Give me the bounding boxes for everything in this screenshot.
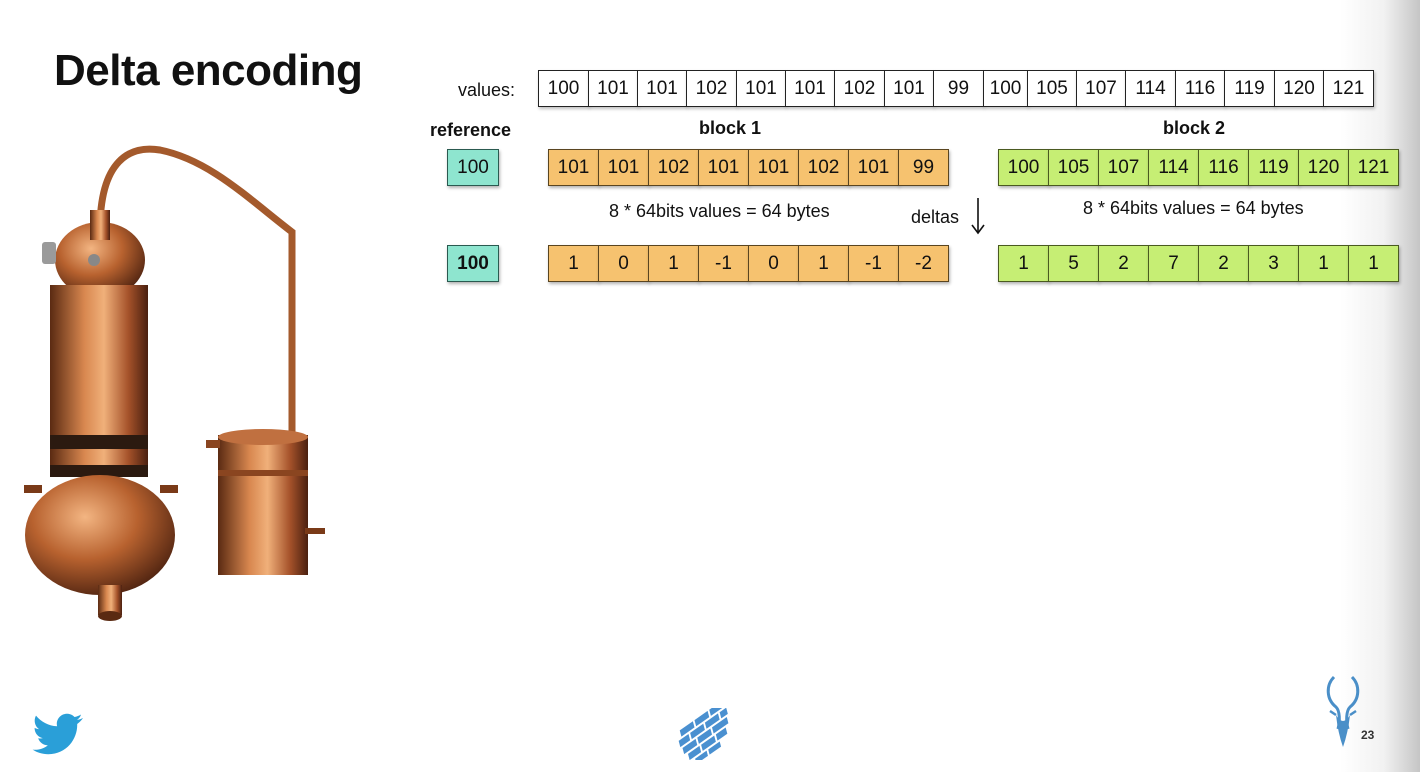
block2-value-cell: 120	[1298, 149, 1349, 186]
block1-delta-cell: 1	[648, 245, 699, 282]
block1-delta-cell: 0	[748, 245, 799, 282]
block1-delta-cell: -2	[898, 245, 949, 282]
block2-value-cell: 119	[1248, 149, 1299, 186]
block1-value-cell: 101	[848, 149, 899, 186]
page-number: 23	[1361, 728, 1375, 742]
value-cell: 100	[538, 70, 589, 107]
value-cell: 101	[637, 70, 687, 107]
block2-delta-cell: 1	[1348, 245, 1399, 282]
slide-edge-shadow	[1340, 0, 1420, 772]
value-cell: 114	[1125, 70, 1176, 107]
value-cell: 101	[785, 70, 835, 107]
block1-delta-cell: -1	[848, 245, 899, 282]
down-arrow-icon	[971, 198, 985, 235]
block1-value-cell: 99	[898, 149, 949, 186]
block2-delta-cell: 2	[1198, 245, 1249, 282]
slide-title: Delta encoding	[54, 46, 363, 95]
value-cell: 100	[983, 70, 1028, 107]
value-cell: 116	[1175, 70, 1225, 107]
block2-delta-cell: 7	[1148, 245, 1199, 282]
block2-delta-cell: 5	[1048, 245, 1099, 282]
block2-delta-cell: 1	[998, 245, 1049, 282]
block2-value-cell: 107	[1098, 149, 1149, 186]
value-cell: 101	[884, 70, 934, 107]
brick-logo-icon	[678, 708, 729, 760]
block2-delta-cell: 3	[1248, 245, 1299, 282]
block2-value-cell: 121	[1348, 149, 1399, 186]
block1-delta-cell: 1	[548, 245, 599, 282]
value-cell: 102	[834, 70, 885, 107]
block2-size-note: 8 * 64bits values = 64 bytes	[1083, 198, 1304, 218]
block2-delta-cell: 2	[1098, 245, 1149, 282]
block1-value-cell: 101	[548, 149, 599, 186]
copper-still-image	[24, 145, 325, 621]
value-cell: 102	[686, 70, 737, 107]
block2-value-cell: 105	[1048, 149, 1099, 186]
block1-value-cell: 101	[748, 149, 799, 186]
value-cell: 105	[1027, 70, 1077, 107]
value-cell: 121	[1323, 70, 1374, 107]
values-label: values:	[458, 80, 516, 100]
block2-delta-cell: 1	[1298, 245, 1349, 282]
reference-value-box: 100	[447, 149, 499, 186]
value-cell: 101	[736, 70, 786, 107]
block1-size-note: 8 * 64bits values = 64 bytes	[609, 201, 830, 221]
antelope-logo-icon	[1326, 675, 1360, 747]
value-cell: 101	[588, 70, 638, 107]
block1-value-cell: 102	[798, 149, 849, 186]
block2-value-cell: 116	[1198, 149, 1249, 186]
value-cell: 119	[1224, 70, 1275, 107]
block1-label: block 1	[699, 118, 762, 138]
block1-value-cell: 101	[698, 149, 749, 186]
value-cell: 120	[1274, 70, 1324, 107]
block1-value-cell: 102	[648, 149, 699, 186]
block1-delta-cell: 1	[798, 245, 849, 282]
deltas-label: deltas	[911, 207, 960, 227]
value-cell: 99	[933, 70, 984, 107]
block2-value-cell: 114	[1148, 149, 1199, 186]
twitter-bird-icon	[32, 713, 83, 755]
block1-delta-cell: 0	[598, 245, 649, 282]
block1-delta-cell: -1	[698, 245, 749, 282]
block2-label: block 2	[1163, 118, 1226, 138]
delta-reference-box: 100	[447, 245, 499, 282]
value-cell: 107	[1076, 70, 1126, 107]
block2-value-cell: 100	[998, 149, 1049, 186]
reference-label: reference	[430, 120, 512, 140]
block1-value-cell: 101	[598, 149, 649, 186]
